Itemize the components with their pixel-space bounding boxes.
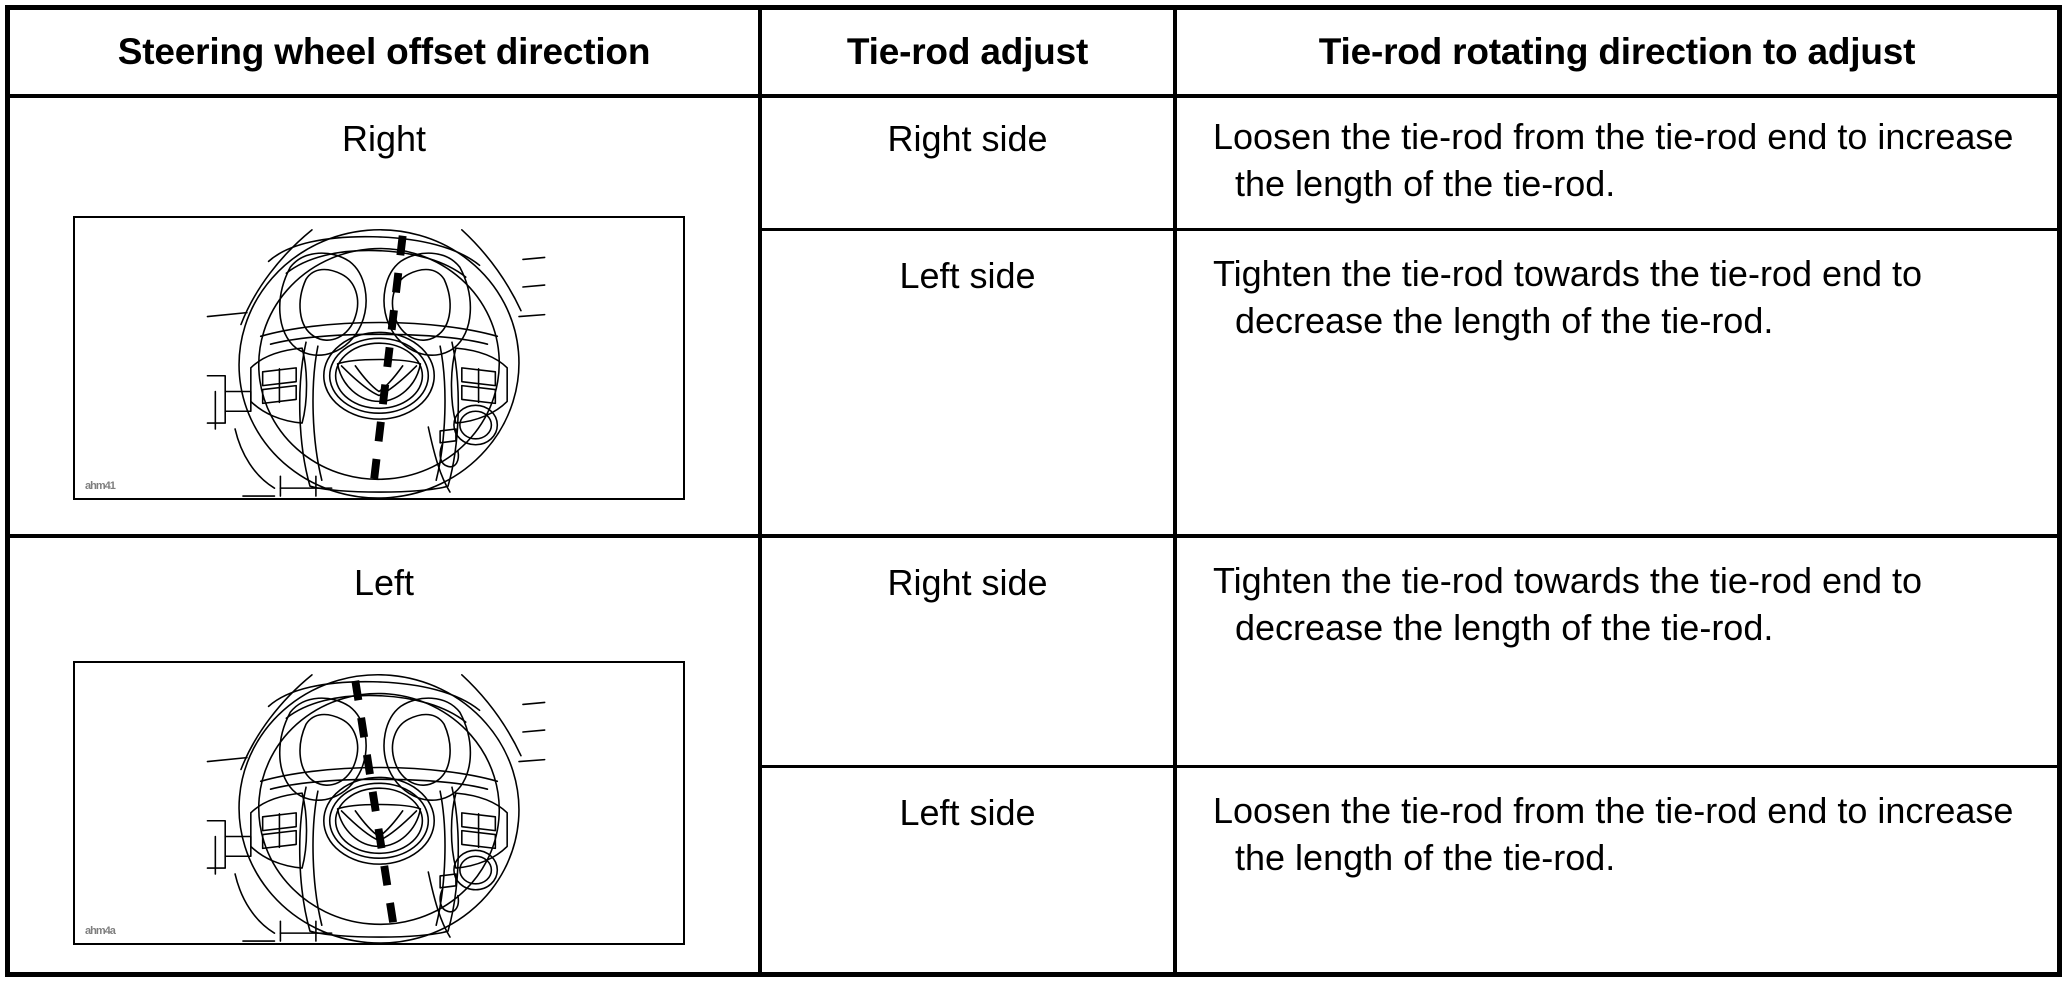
instruction-text-1a: Loosen the tie-rod from the tie-rod end …: [1213, 116, 2014, 204]
tie-rod-side-label-1b: Left side: [899, 255, 1036, 296]
steering-wheel-illustration-left: ahm4a: [73, 661, 685, 945]
cell-tie-rod-side-1a: Right side: [762, 94, 1173, 228]
subrow-divider-2a: [758, 765, 2057, 768]
header-cell-rotating-direction: Tie-rod rotating direction to adjust: [1177, 10, 2057, 94]
illustration-id-right: ahm41: [85, 480, 116, 492]
cell-instruction-2a: Tighten the tie-rod towards the tie-rod …: [1177, 538, 2057, 765]
illustration-id-left: ahm4a: [85, 925, 116, 937]
subrow-divider-1a: [758, 228, 2057, 231]
column-divider-1: [758, 10, 762, 972]
cell-offset-direction-right: Right: [10, 94, 758, 534]
tie-rod-side-label-1a: Right side: [887, 118, 1048, 159]
cell-tie-rod-side-2a: Right side: [762, 538, 1173, 765]
instruction-text-2b: Loosen the tie-rod from the tie-rod end …: [1213, 790, 2014, 878]
instruction-text-2a: Tighten the tie-rod towards the tie-rod …: [1213, 560, 1923, 648]
cell-instruction-1a: Loosen the tie-rod from the tie-rod end …: [1177, 94, 2057, 228]
header-bottom-border: [10, 94, 2057, 98]
cell-instruction-1b: Tighten the tie-rod towards the tie-rod …: [1177, 231, 2057, 534]
header-cell-offset-direction: Steering wheel offset direction: [10, 10, 758, 94]
offset-direction-label-left: Left: [353, 562, 415, 603]
steering-adjustment-table: Steering wheel offset direction Tie-rod …: [5, 5, 2062, 977]
row-divider-main: [10, 534, 2057, 538]
header-cell-tie-rod-adjust: Tie-rod adjust: [762, 10, 1173, 94]
tie-rod-side-label-2a: Right side: [887, 562, 1048, 603]
header-label-tie-rod-adjust: Tie-rod adjust: [846, 30, 1089, 72]
tie-rod-side-label-2b: Left side: [899, 792, 1036, 833]
cell-instruction-2b: Loosen the tie-rod from the tie-rod end …: [1177, 768, 2057, 978]
cell-offset-direction-left: Left: [10, 538, 758, 978]
cell-tie-rod-side-2b: Left side: [762, 768, 1173, 978]
column-divider-2: [1173, 10, 1177, 972]
header-label-offset-direction: Steering wheel offset direction: [117, 30, 651, 72]
steering-wheel-illustration-right: ahm41: [73, 216, 685, 500]
header-label-rotating-direction: Tie-rod rotating direction to adjust: [1318, 30, 1916, 72]
instruction-text-1b: Tighten the tie-rod towards the tie-rod …: [1213, 253, 1923, 341]
offset-direction-label-right: Right: [341, 118, 427, 159]
cell-tie-rod-side-1b: Left side: [762, 231, 1173, 534]
